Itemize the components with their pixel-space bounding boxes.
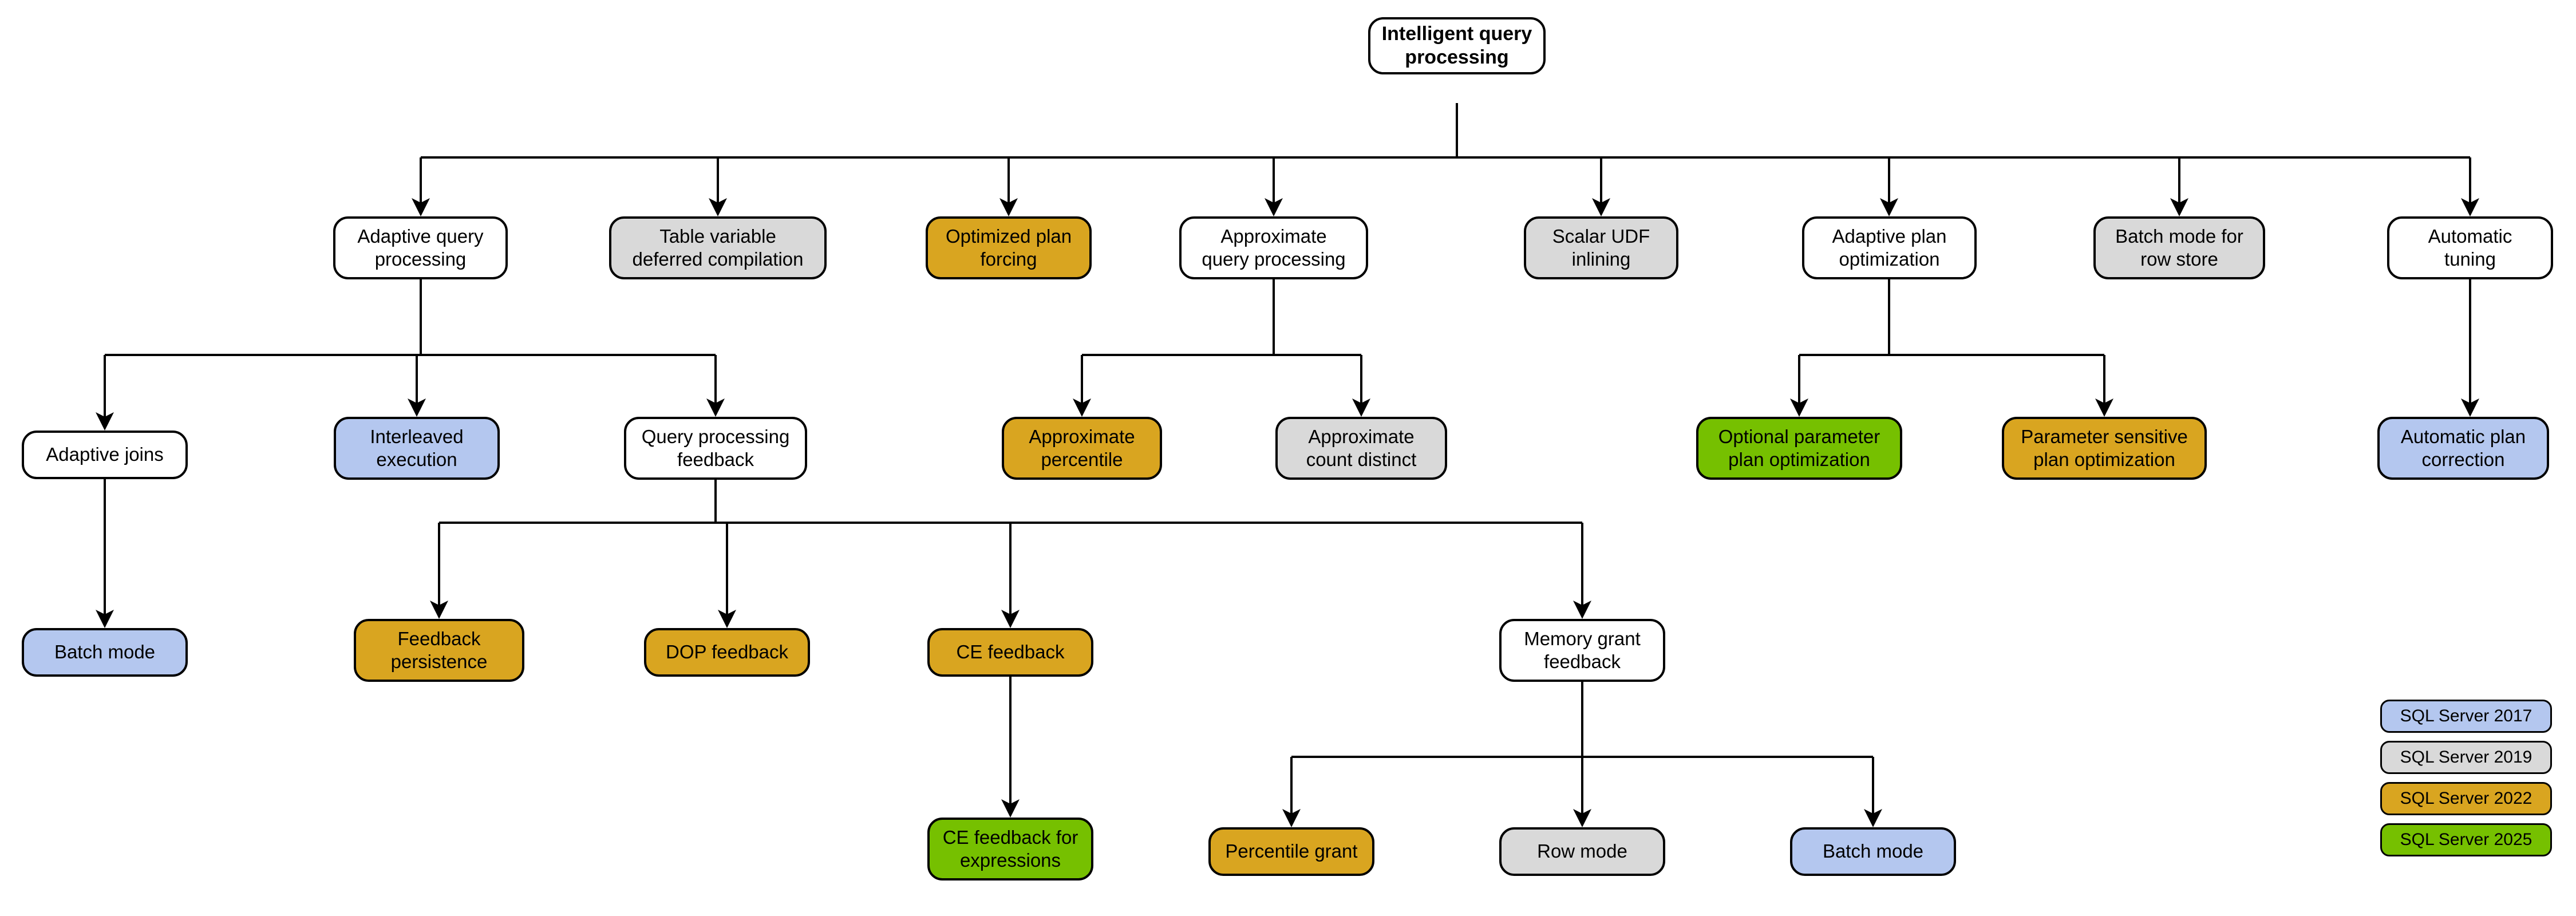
node-feedback-persistence[interactable]: Feedback persistence: [354, 619, 524, 682]
legend-item-sql-server-2025: SQL Server 2025: [2380, 823, 2552, 856]
node-query-processing-feedback[interactable]: Query processing feedback: [624, 417, 807, 480]
node-parameter-sensitive-plan-optimization[interactable]: Parameter sensitive plan optimization: [2002, 417, 2207, 480]
node-automatic-tuning[interactable]: Automatic tuning: [2387, 216, 2553, 279]
node-adaptive-plan-optimization[interactable]: Adaptive plan optimization: [1802, 216, 1977, 279]
node-automatic-plan-correction[interactable]: Automatic plan correction: [2377, 417, 2549, 480]
node-ce-feedback-for-expressions[interactable]: CE feedback for expressions: [927, 818, 1093, 881]
node-intelligent-query-processing[interactable]: Intelligent query processing: [1368, 17, 1546, 74]
node-dop-feedback[interactable]: DOP feedback: [644, 628, 810, 677]
node-approximate-percentile[interactable]: Approximate percentile: [1002, 417, 1162, 480]
legend-item-sql-server-2017: SQL Server 2017: [2380, 700, 2552, 733]
node-batch-mode-for-row-store[interactable]: Batch mode for row store: [2093, 216, 2265, 279]
node-table-variable-deferred-compilation[interactable]: Table variable deferred compilation: [609, 216, 827, 279]
node-batch-mode-memory-grant[interactable]: Batch mode: [1790, 827, 1956, 876]
node-ce-feedback[interactable]: CE feedback: [927, 628, 1093, 677]
node-adaptive-query-processing[interactable]: Adaptive query processing: [333, 216, 508, 279]
node-memory-grant-feedback[interactable]: Memory grant feedback: [1499, 619, 1665, 682]
node-batch-mode-adaptive-joins[interactable]: Batch mode: [22, 628, 188, 677]
node-approximate-query-processing[interactable]: Approximate query processing: [1179, 216, 1368, 279]
node-optimized-plan-forcing[interactable]: Optimized plan forcing: [926, 216, 1092, 279]
node-row-mode[interactable]: Row mode: [1499, 827, 1665, 876]
node-interleaved-execution[interactable]: Interleaved execution: [334, 417, 500, 480]
node-adaptive-joins[interactable]: Adaptive joins: [22, 431, 188, 479]
node-percentile-grant[interactable]: Percentile grant: [1208, 827, 1374, 876]
legend-item-sql-server-2022: SQL Server 2022: [2380, 782, 2552, 815]
node-approximate-count-distinct[interactable]: Approximate count distinct: [1275, 417, 1447, 480]
legend-item-sql-server-2019: SQL Server 2019: [2380, 741, 2552, 774]
node-scalar-udf-inlining[interactable]: Scalar UDF inlining: [1524, 216, 1678, 279]
legend: SQL Server 2017 SQL Server 2019 SQL Serv…: [2380, 700, 2552, 856]
node-optional-parameter-plan-optimization[interactable]: Optional parameter plan optimization: [1696, 417, 1902, 480]
